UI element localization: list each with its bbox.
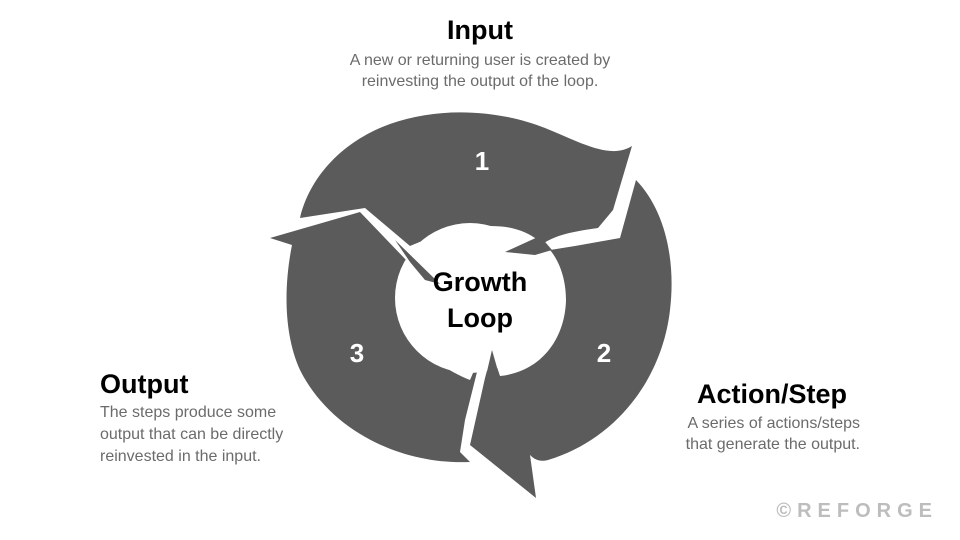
segment-2-action bbox=[470, 180, 672, 498]
reforge-watermark: ©REFORGE bbox=[776, 500, 938, 522]
center-label-line2: Loop bbox=[447, 303, 513, 333]
center-circle bbox=[395, 223, 545, 373]
segment-3-number: 3 bbox=[350, 338, 364, 368]
segment-3-arrow-tip bbox=[485, 350, 500, 380]
segment-1-input bbox=[300, 112, 632, 248]
action-description-line1: A series of actions/steps bbox=[687, 415, 860, 432]
segment-3-output bbox=[270, 212, 482, 463]
output-description-line3: reinvested in the input. bbox=[100, 448, 261, 465]
input-heading: Input bbox=[447, 15, 513, 45]
segment-2-arrow-tip bbox=[505, 236, 552, 255]
action-heading: Action/Step bbox=[697, 379, 848, 409]
output-description-line1: The steps produce some bbox=[100, 404, 277, 421]
segment-1-number: 1 bbox=[475, 146, 489, 176]
segment-2-number: 2 bbox=[597, 338, 611, 368]
center-label-line1: Growth bbox=[433, 267, 528, 297]
input-description-line1: A new or returning user is created by bbox=[349, 52, 611, 69]
output-description-line2: output that can be directly bbox=[100, 426, 284, 443]
input-description-line2: reinvesting the output of the loop. bbox=[361, 73, 599, 90]
output-heading: Output bbox=[100, 369, 189, 399]
action-description-line2: that generate the output. bbox=[685, 436, 860, 453]
segment-1-arrow-tip bbox=[395, 240, 440, 284]
